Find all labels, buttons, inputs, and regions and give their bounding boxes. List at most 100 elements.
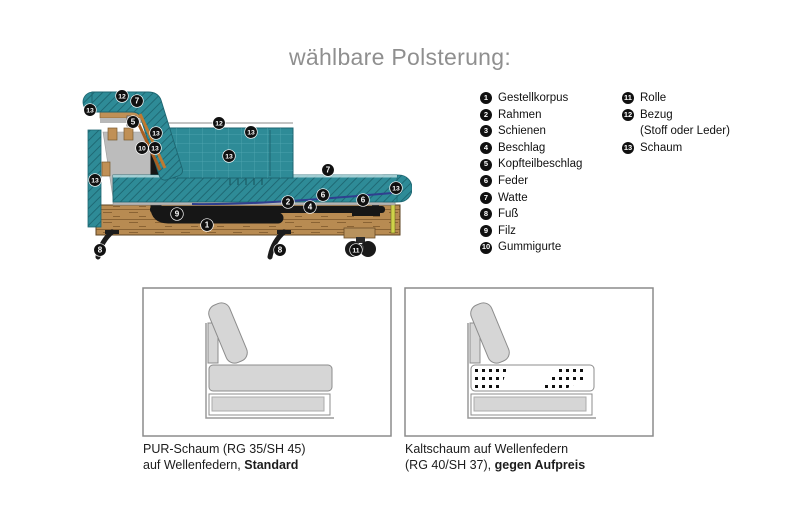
legend-label: Gummigurte	[498, 241, 562, 254]
caption-line2-bold: gegen Aufpreis	[494, 457, 586, 472]
legend-label: Feder	[498, 174, 529, 187]
option-diagram-pur-foam	[142, 287, 392, 437]
legend-item: 12 Bezug	[622, 107, 730, 124]
legend-label: Fuß	[498, 208, 519, 221]
svg-text:8: 8	[98, 246, 103, 255]
legend-number-badge: 10	[480, 241, 492, 254]
svg-text:8: 8	[278, 246, 283, 255]
legend-item: 8 Fuß	[480, 206, 582, 223]
legend-label: Rahmen	[498, 108, 542, 121]
part-badge-12: 12	[212, 116, 226, 130]
svg-text:7: 7	[135, 97, 140, 106]
legend-number-badge: 13	[622, 142, 634, 155]
legend-label: Gestellkorpus	[498, 92, 569, 104]
legend-item: 1 Gestellkorpus	[480, 90, 582, 107]
legend-item: 6 Feder	[480, 173, 582, 190]
part-badge-7: 7	[130, 94, 144, 108]
svg-text:13: 13	[152, 131, 160, 138]
svg-text:12: 12	[118, 94, 126, 101]
legend-item: 10 Gummigurte	[480, 239, 582, 256]
svg-text:5: 5	[131, 118, 136, 127]
svg-text:7: 7	[326, 166, 331, 175]
fitting-bracket	[352, 210, 380, 216]
part-badge-13: 13	[149, 126, 163, 140]
part-badge-13: 13	[244, 125, 258, 139]
part-badge-6: 6	[356, 193, 370, 207]
legend-label: Beschlag	[498, 141, 546, 154]
svg-text:11: 11	[352, 248, 359, 255]
legend-number-badge: 12	[622, 108, 634, 121]
svg-text:9: 9	[175, 210, 180, 219]
legend-label: Schaum	[640, 141, 683, 154]
cold-foam-dot-cluster	[475, 368, 507, 389]
svg-text:13: 13	[86, 108, 94, 115]
seat-foam-pur	[208, 364, 333, 392]
svg-text:13: 13	[392, 186, 400, 193]
legend-number-badge: 8	[480, 208, 492, 221]
middle-leg	[267, 229, 291, 260]
page-title: wählbare Polsterung:	[288, 44, 512, 70]
svg-text:6: 6	[321, 191, 326, 200]
parts-legend-column-2: 11 Rolle 12 Bezug (Stoff oder Leder) 13 Schaum	[622, 90, 730, 156]
part-badge-13: 13	[389, 181, 403, 195]
legend-item: 9 Filz	[480, 223, 582, 240]
legend-label: Rolle	[640, 92, 667, 104]
legend-number-badge: 5	[480, 158, 492, 171]
legend-item: 2 Rahmen	[480, 107, 582, 124]
legend-label: (Stoff oder Leder)	[640, 125, 730, 138]
spring-base-bar	[211, 396, 325, 412]
svg-text:1: 1	[205, 221, 210, 230]
option-diagram-cold-foam	[404, 287, 654, 437]
caption-line1: PUR-Schaum (RG 35/SH 45)	[143, 442, 306, 456]
part-badge-9: 9	[170, 207, 184, 221]
frame-slat	[101, 161, 111, 177]
legend-item: (Stoff oder Leder)	[622, 123, 730, 140]
caption-line2-bold: Standard	[244, 457, 299, 472]
caption-line1: Kaltschaum auf Wellenfedern	[405, 442, 569, 456]
part-badge-5: 5	[126, 115, 140, 129]
legend-label: Schienen	[498, 125, 546, 138]
legend-number-badge: 6	[480, 175, 492, 188]
legend-number-badge: 3	[480, 125, 492, 138]
fitting-bracket	[372, 201, 379, 216]
svg-text:13: 13	[225, 154, 233, 161]
svg-text:4: 4	[308, 203, 313, 212]
backrest-cushion	[208, 302, 248, 364]
svg-text:6: 6	[361, 196, 366, 205]
frame-slat	[107, 127, 118, 141]
legend-label: Filz	[498, 224, 516, 237]
legend-number-badge: 1	[480, 92, 492, 105]
legend-number-badge: 11	[622, 92, 634, 105]
caption-line2: (RG 40/SH 37), gegen Aufpreis	[405, 458, 585, 474]
svg-text:2: 2	[286, 198, 291, 207]
legend-number-badge: 2	[480, 108, 492, 121]
frame-outline	[205, 323, 334, 419]
headrest-slat	[138, 113, 167, 169]
part-badge-13: 13	[148, 141, 162, 155]
seat-cushion	[112, 174, 398, 203]
caption-cold-foam: Kaltschaum auf Wellenfedern (RG 40/SH 37…	[405, 442, 585, 473]
headrest-slat	[133, 115, 162, 171]
backrest-cushion	[470, 302, 510, 364]
svg-text:13: 13	[91, 178, 99, 185]
rail-lift-mechanism	[150, 142, 284, 224]
part-badge-13: 13	[222, 149, 236, 163]
legend-label: Kopfteilbeschlag	[498, 158, 583, 171]
caption-pur-foam: PUR-Schaum (RG 35/SH 45) auf Wellenfeder…	[143, 442, 306, 473]
legend-item: 5 Kopfteilbeschlag	[480, 156, 582, 173]
part-badge-1: 1	[200, 218, 214, 232]
spring-base-bar	[473, 396, 587, 412]
caption-line2-text: auf Wellenfedern,	[143, 457, 245, 472]
rail-upper	[150, 206, 385, 213]
legend-label: Bezug	[640, 108, 673, 121]
part-badge-13: 13	[83, 103, 97, 117]
svg-text:10: 10	[138, 146, 146, 153]
legend-number-badge: 9	[480, 225, 492, 238]
caption-line2: auf Wellenfedern, Standard	[143, 458, 306, 474]
part-badge-7: 7	[321, 163, 335, 177]
